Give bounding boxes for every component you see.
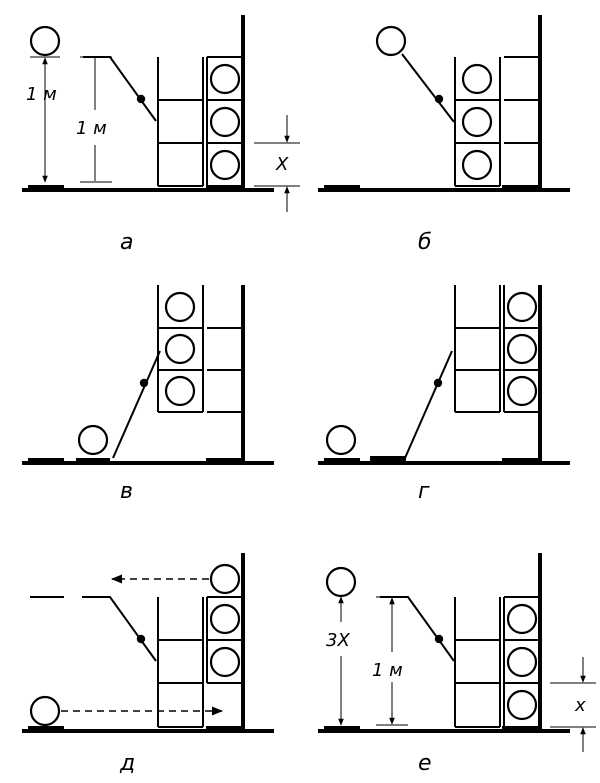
height-left-label: 3X — [326, 630, 350, 651]
panel-label: б — [418, 230, 432, 255]
panel-label: г — [418, 479, 430, 504]
ball — [29, 25, 61, 57]
launcher-arm — [83, 56, 157, 122]
height-left-label: 1 м — [26, 84, 57, 105]
height-right-label: 1 м — [76, 118, 107, 139]
floor-pad — [28, 185, 64, 191]
launcher-arm — [401, 53, 455, 123]
panel-label: д — [119, 751, 135, 776]
panel-label: в — [120, 479, 133, 504]
panel-label: е — [418, 751, 432, 776]
launcher-arm — [82, 596, 157, 662]
ball — [77, 424, 109, 456]
panel-a: 1 м 1 м X а — [22, 15, 300, 255]
ball — [325, 424, 357, 456]
pivot — [136, 94, 146, 104]
panel-b: б — [318, 15, 570, 255]
panel-label: а — [120, 230, 133, 255]
panel-g: г — [318, 285, 570, 504]
launcher-arm — [404, 350, 453, 459]
ball — [325, 566, 357, 598]
ball — [29, 695, 61, 727]
launcher-arm — [112, 350, 161, 459]
ball — [375, 25, 407, 57]
height-right-label: 1 м — [372, 660, 403, 681]
floor-pad — [206, 185, 242, 191]
panel-d: д — [22, 553, 274, 776]
panel-v: в — [22, 285, 274, 504]
gap-label: X — [275, 154, 289, 175]
gap-label: x — [574, 695, 586, 716]
panel-e: 3X 1 м x е — [318, 553, 596, 776]
launcher-arm — [380, 596, 455, 662]
